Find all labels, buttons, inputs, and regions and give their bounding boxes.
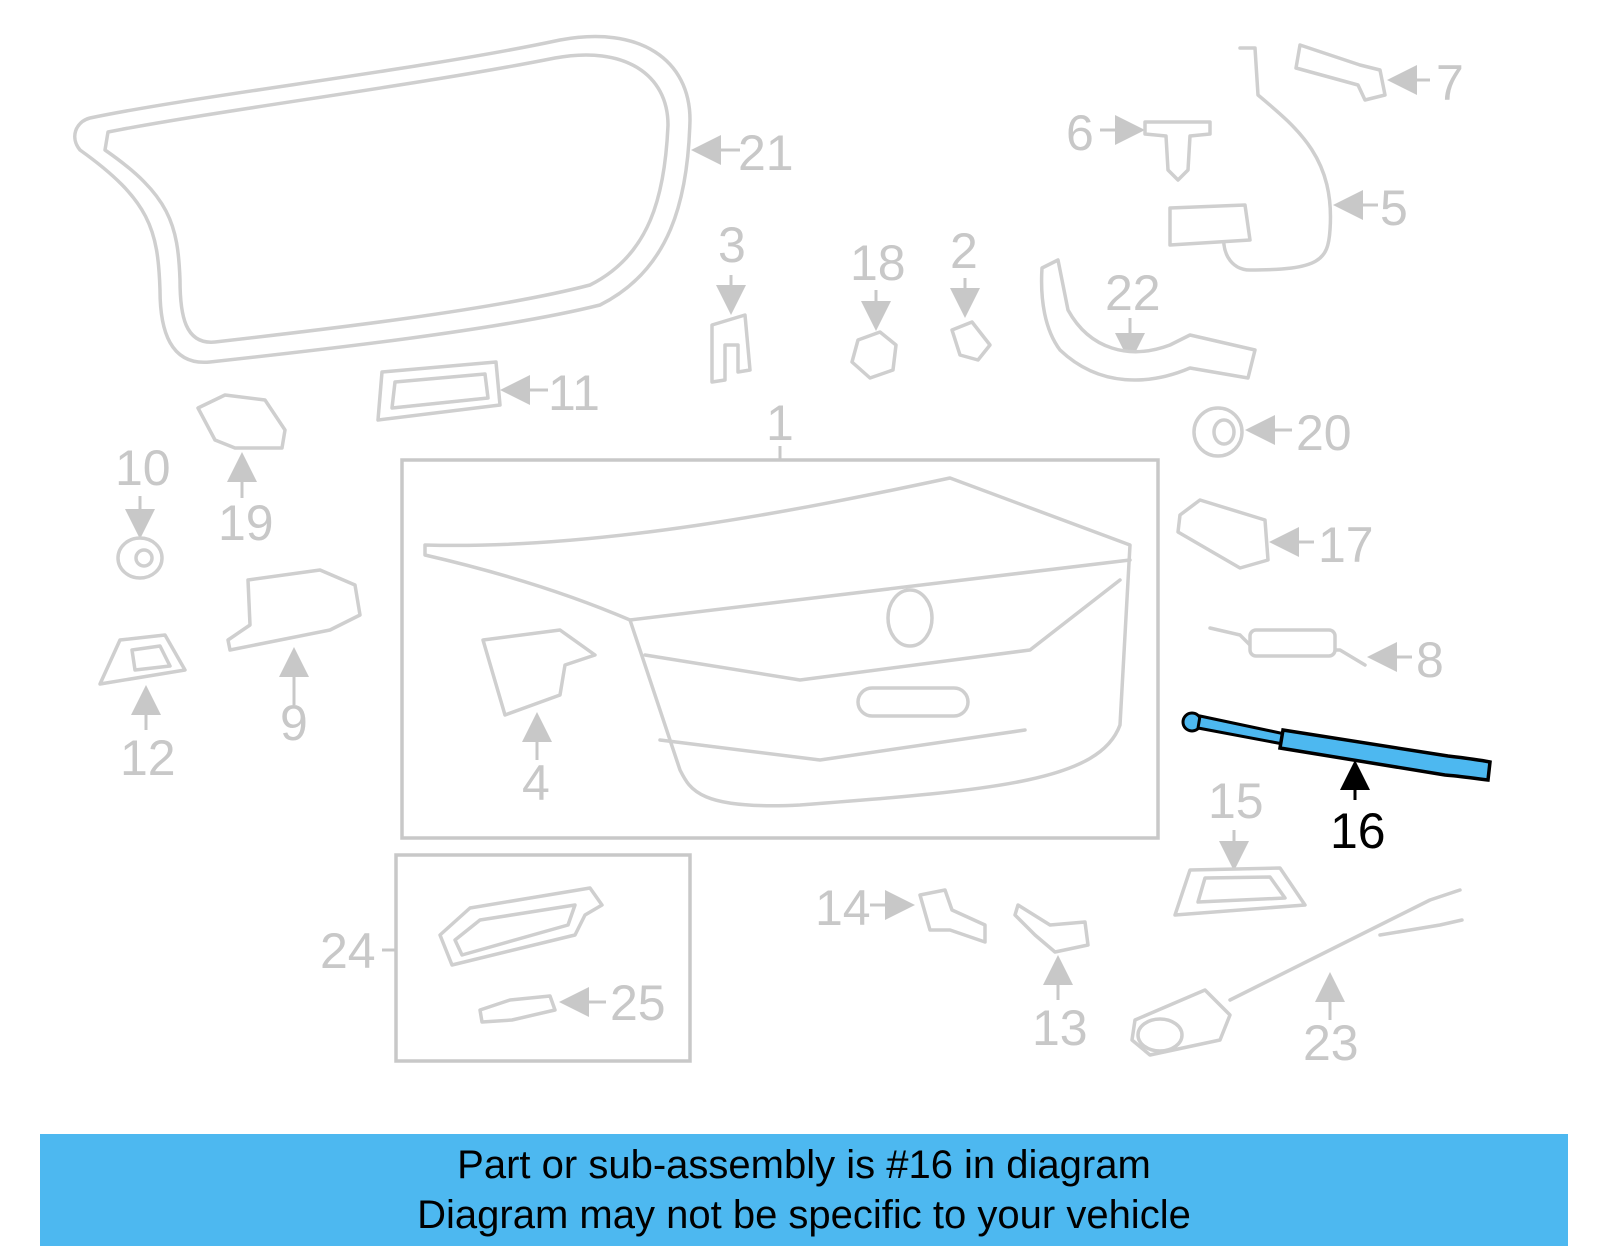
part-13-bracket[interactable]: 13: [1013, 903, 1090, 1056]
part-15-lamp[interactable]: 15: [1173, 773, 1307, 917]
part-2-bumper[interactable]: 2: [950, 223, 992, 362]
callout-16: 16: [1330, 803, 1386, 859]
callout-23: 23: [1303, 1015, 1359, 1071]
part-6-clip[interactable]: 6: [1066, 105, 1212, 182]
part-23-camera[interactable]: 23: [1130, 888, 1464, 1071]
callout-10: 10: [115, 440, 171, 496]
part-10-grommet[interactable]: 10: [115, 440, 171, 580]
callout-7: 7: [1436, 55, 1464, 111]
callout-20: 20: [1296, 405, 1352, 461]
callout-6: 6: [1066, 105, 1094, 161]
callout-9: 9: [280, 695, 308, 751]
part-5-hinge[interactable]: 5: [1168, 46, 1408, 272]
callout-11: 11: [548, 365, 600, 421]
info-banner: Part or sub-assembly is #16 in diagram D…: [40, 1134, 1568, 1246]
callout-14: 14: [815, 880, 871, 936]
banner-line-2: Diagram may not be specific to your vehi…: [417, 1193, 1191, 1237]
callout-12: 12: [120, 730, 176, 786]
callout-21: 21: [738, 125, 794, 181]
part-21-weatherstrip[interactable]: 21: [73, 34, 794, 364]
banner-line-1: Part or sub-assembly is #16 in diagram: [457, 1143, 1151, 1187]
part-3-clip[interactable]: 3: [710, 217, 752, 384]
callout-1: 1: [766, 395, 794, 451]
callout-8: 8: [1416, 632, 1444, 688]
part-14-bolt[interactable]: 14: [815, 880, 987, 944]
callout-13: 13: [1032, 1000, 1088, 1056]
callout-4: 4: [522, 755, 550, 811]
part-16-gas-strut[interactable]: 16: [1181, 711, 1492, 859]
part-8-spring[interactable]: 8: [1208, 626, 1444, 688]
part-17-pad[interactable]: 17: [1176, 498, 1374, 573]
part-7-bolt[interactable]: 7: [1294, 43, 1464, 111]
part-1-trunk-lid-assembly[interactable]: 1 4: [400, 395, 1160, 840]
callout-19: 19: [218, 495, 274, 551]
part-18-nut[interactable]: 18: [850, 235, 906, 380]
callout-24: 24: [320, 923, 376, 979]
callout-18: 18: [850, 235, 906, 291]
callout-5: 5: [1380, 180, 1408, 236]
callout-15: 15: [1208, 773, 1264, 829]
callout-22: 22: [1105, 265, 1161, 321]
part-24-25-box[interactable]: 24 25: [320, 853, 692, 1063]
callout-25: 25: [610, 975, 666, 1031]
part-12-cover[interactable]: 12: [98, 633, 187, 786]
part-22-hinge-arm[interactable]: 22: [1039, 258, 1257, 382]
callout-2: 2: [950, 223, 978, 279]
callout-17: 17: [1318, 517, 1374, 573]
callout-3: 3: [718, 217, 746, 273]
part-9-latch[interactable]: 9: [226, 568, 362, 751]
part-11-pad[interactable]: 11: [376, 360, 600, 422]
part-19-bracket[interactable]: 19: [196, 393, 287, 551]
part-20-grommet[interactable]: 20: [1192, 405, 1352, 461]
